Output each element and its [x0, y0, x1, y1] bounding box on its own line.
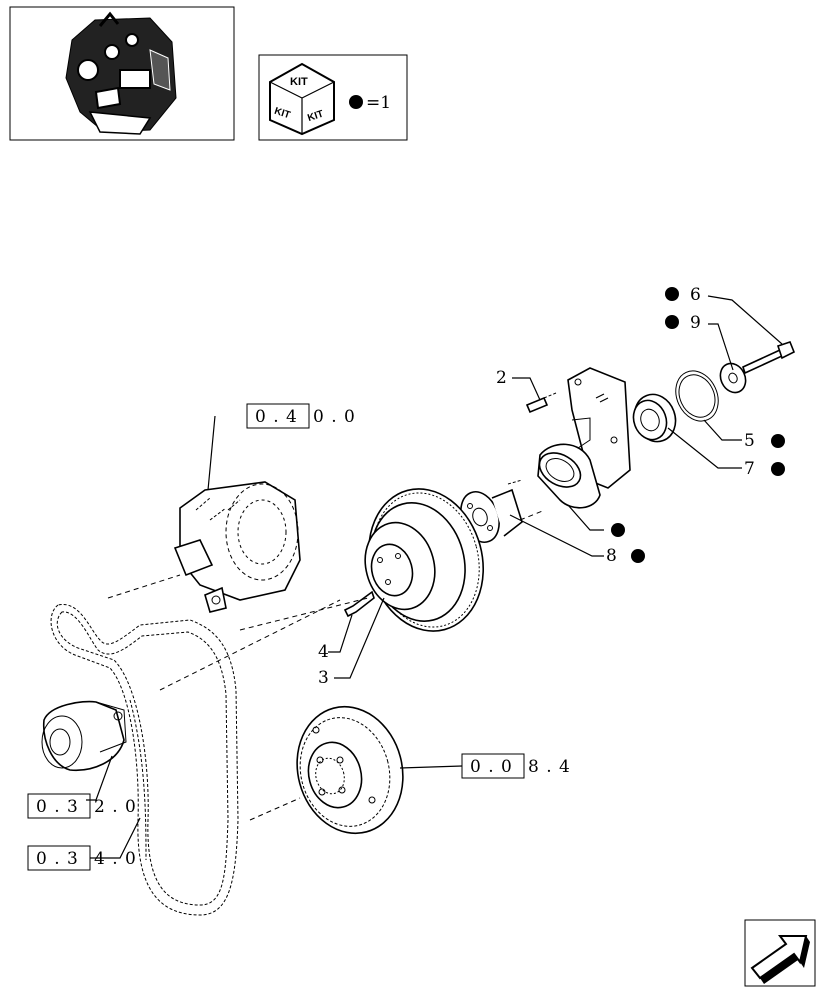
engine-thumbnail-icon	[65, 11, 177, 135]
bearing-7[interactable]	[628, 389, 682, 448]
svg-text:0 . 0: 0 . 0	[470, 757, 513, 777]
pump-housing[interactable]	[533, 367, 631, 509]
kit-legend: KIT KIT KIT =1	[258, 54, 408, 141]
part-label-5[interactable]: 5	[744, 431, 755, 451]
ref-tensioner[interactable]: 0 . 3 2 . 0	[27, 793, 137, 819]
part-label-7[interactable]: 7	[744, 459, 755, 479]
kit-bullet-icon	[631, 549, 645, 563]
alignment-lines	[107, 509, 546, 821]
ref-belt[interactable]: 0 . 3 4 . 0	[27, 845, 137, 871]
part-label-3[interactable]: 3	[318, 668, 329, 688]
belt-tensioner[interactable]	[41, 700, 127, 772]
svg-text:8 . 4: 8 . 4	[528, 757, 571, 777]
kit-legend-text: =1	[366, 93, 391, 113]
kit-box-right-label: KIT	[306, 109, 325, 124]
damper-pulley[interactable]	[283, 695, 417, 846]
svg-text:0 . 0: 0 . 0	[313, 407, 356, 427]
part-label-4[interactable]: 4	[318, 642, 329, 662]
pulley-3[interactable]	[353, 476, 498, 644]
kit-box-left-label: KIT	[273, 106, 292, 121]
kit-bullet-icon	[665, 315, 679, 329]
next-page-button[interactable]	[744, 919, 816, 987]
washer-9[interactable]	[716, 359, 750, 396]
svg-text:0 . 3: 0 . 3	[36, 849, 79, 869]
svg-text:0 . 4: 0 . 4	[255, 407, 298, 427]
kit-bullet-icon	[771, 434, 785, 448]
part-label-9[interactable]: 9	[690, 313, 701, 333]
kit-bullet-icon	[771, 462, 785, 476]
part-label-8[interactable]: 8	[606, 546, 617, 566]
svg-text:2 . 0: 2 . 0	[94, 797, 137, 817]
screw-4[interactable]	[343, 590, 375, 618]
ref-alternator[interactable]: 0 . 4 0 . 0	[246, 403, 356, 429]
snap-ring-5[interactable]	[668, 364, 726, 428]
kit-bullet-icon	[665, 287, 679, 301]
kit-bullet-icon	[611, 523, 625, 537]
reference-callouts: 0 . 4 0 . 0 0 . 0 8 . 4 0 . 3 2 . 0 0 . …	[27, 403, 571, 871]
engine-thumbnail[interactable]	[9, 6, 235, 141]
svg-text:4 . 0: 4 . 0	[94, 849, 137, 869]
part-label-2[interactable]: 2	[496, 368, 507, 388]
ref-damper[interactable]: 0 . 0 8 . 4	[461, 753, 571, 779]
kit-bullet-icon	[349, 95, 363, 109]
leader-lines	[86, 295, 783, 859]
bolt-6[interactable]	[742, 341, 796, 375]
drive-belt[interactable]	[50, 604, 239, 916]
svg-text:0 . 3: 0 . 3	[36, 797, 79, 817]
kit-box-icon	[269, 62, 335, 136]
part-label-6[interactable]: 6	[690, 285, 701, 305]
bolt-2[interactable]	[525, 392, 557, 414]
kit-box-top-label: KIT	[290, 76, 308, 88]
alternator[interactable]	[173, 481, 301, 613]
next-page-arrow-icon	[750, 935, 810, 984]
part-labels: 6 9 2 5 7 8 4 3	[318, 285, 785, 688]
